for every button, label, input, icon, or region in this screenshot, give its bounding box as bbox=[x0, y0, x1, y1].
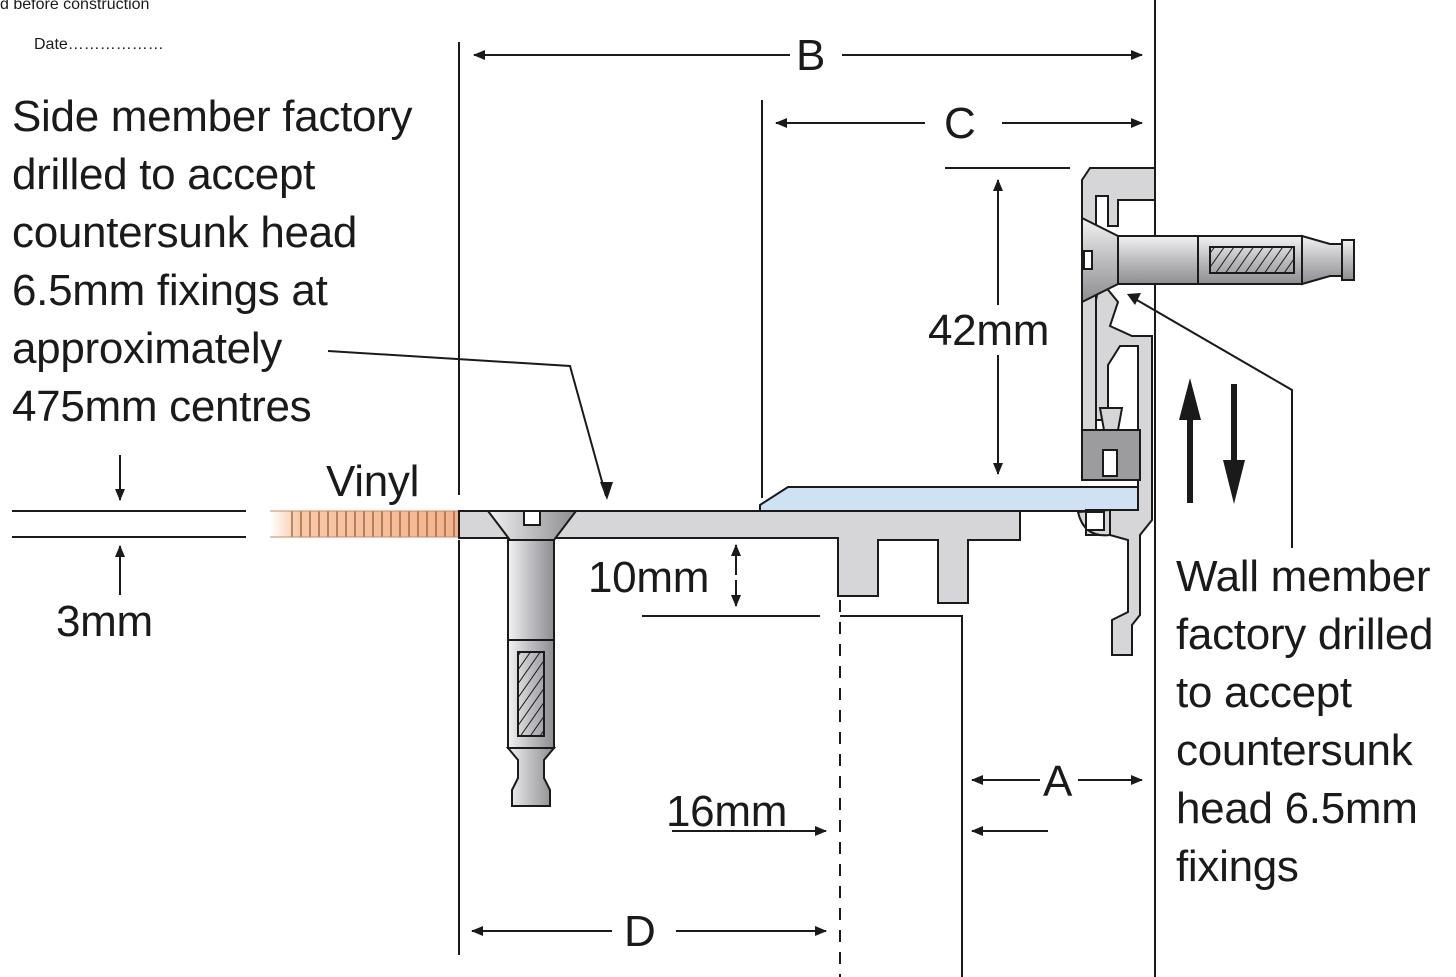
dim-label-10: 10mm bbox=[588, 553, 710, 602]
header-fragment: d before construction bbox=[0, 0, 150, 13]
side-member-note-line-5: approximately bbox=[12, 324, 283, 373]
side-member-note-line-1: Side member factory bbox=[12, 92, 413, 141]
side-member-note-line-4: 6.5mm fixings at bbox=[12, 266, 328, 315]
dim-label-d: D bbox=[624, 907, 656, 956]
side-member-note: Side member factory drilled to accept co… bbox=[12, 88, 413, 436]
leader-wall-member bbox=[1129, 295, 1293, 548]
wall-member-note-line-6: fixings bbox=[1176, 842, 1299, 891]
dim-label-c: C bbox=[944, 99, 976, 148]
side-member-note-line-6: 475mm centres bbox=[12, 382, 312, 431]
dim-label-42: 42mm bbox=[928, 306, 1050, 355]
vinyl-label: Vinyl bbox=[326, 457, 420, 506]
side-member-profile bbox=[458, 510, 1021, 604]
movement-arrows bbox=[1179, 378, 1245, 504]
dim-label-16: 16mm bbox=[666, 787, 788, 836]
wall-insert bbox=[1081, 407, 1141, 481]
wall-fixing-bolt bbox=[1081, 216, 1355, 304]
dim-label-a: A bbox=[1043, 757, 1073, 806]
wall-member-note: Wall member factory drilled to accept co… bbox=[1176, 548, 1433, 896]
date-field: Date……………… bbox=[34, 36, 164, 53]
vinyl-strip bbox=[270, 510, 459, 538]
wall-member-profile bbox=[1081, 167, 1156, 656]
wall-member-note-line-5: head 6.5mm bbox=[1176, 784, 1418, 833]
side-member-note-line-2: drilled to accept bbox=[12, 150, 316, 199]
wall-member-note-line-1: Wall member bbox=[1176, 552, 1431, 601]
wall-member-note-line-4: countersunk bbox=[1176, 726, 1413, 775]
side-member-note-line-3: countersunk head bbox=[12, 208, 358, 257]
leader-side-member bbox=[327, 350, 607, 497]
wall-member-note-line-3: to accept bbox=[1176, 668, 1352, 717]
wall-member-note-line-2: factory drilled bbox=[1176, 610, 1434, 659]
dim-label-b: B bbox=[796, 31, 826, 80]
dim-label-3: 3mm bbox=[56, 597, 153, 646]
panel-edge bbox=[840, 615, 963, 977]
glazing-strip bbox=[759, 486, 1141, 512]
floor-fixing-bolt bbox=[485, 510, 579, 807]
